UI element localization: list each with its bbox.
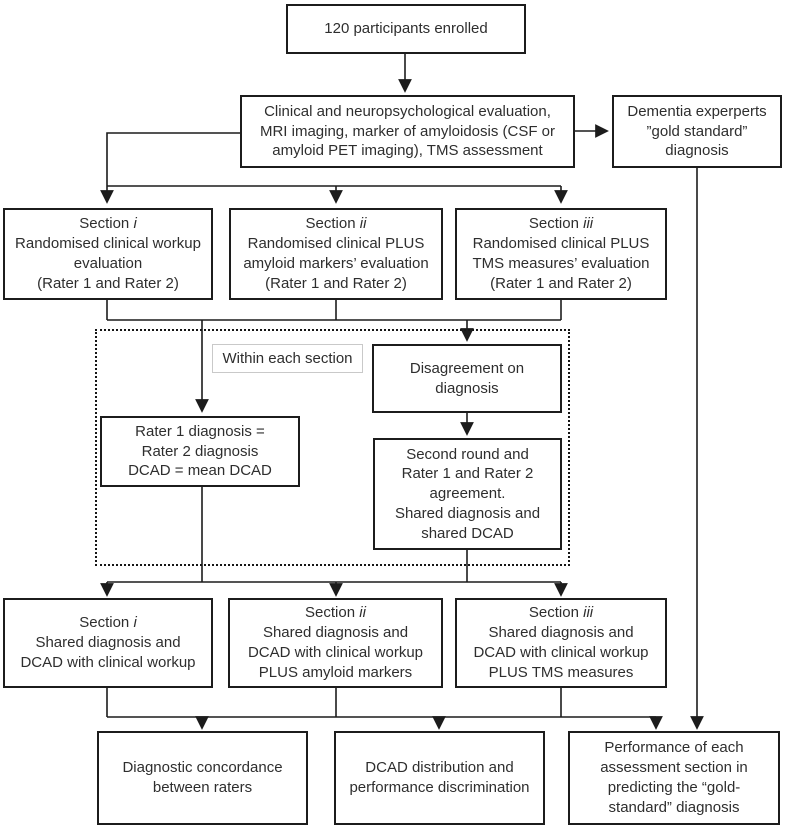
node-shared-section-ii: Section ii Shared diagnosis and DCAD wit… xyxy=(228,598,443,688)
node-shared-section-ii-title: Section ii xyxy=(305,604,366,622)
node-shared-section-iii-title: Section iii xyxy=(528,604,594,622)
node-second-round: Second round and Rater 1 and Rater 2 agr… xyxy=(373,438,562,550)
node-shared-section-iii-body: Shared diagnosis and DCAD with clinical … xyxy=(473,624,649,681)
node-rater-agreement: Rater 1 diagnosis = Rater 2 diagnosis DC… xyxy=(100,416,300,487)
node-shared-section-ii-body: Shared diagnosis and DCAD with clinical … xyxy=(247,624,424,681)
node-shared-section-iii: Section iii Shared diagnosis and DCAD wi… xyxy=(455,598,667,688)
node-dcad-distribution-text: DCAD distribution and performance discri… xyxy=(349,759,530,796)
node-diagnostic-concordance: Diagnostic concordance between raters xyxy=(97,731,308,825)
node-section-iii-title: Section iii xyxy=(528,215,594,233)
node-disagreement-text: Disagreement on diagnosis xyxy=(409,359,525,397)
node-performance-prediction: Performance of each assessment section i… xyxy=(568,731,780,825)
within-each-section-label-text: Within each section xyxy=(222,350,353,367)
node-section-i-body: Randomised clinical workup evaluation (R… xyxy=(15,235,201,292)
node-section-iii-tms: Section iii Randomised clinical PLUS TMS… xyxy=(455,208,667,300)
node-shared-section-i-title: Section i xyxy=(79,614,137,632)
node-section-iii-body: Randomised clinical PLUS TMS measures’ e… xyxy=(472,235,650,292)
node-disagreement: Disagreement on diagnosis xyxy=(372,344,562,413)
node-clinical-evaluation-text: Clinical and neuropsychological evaluati… xyxy=(259,102,556,160)
node-clinical-evaluation: Clinical and neuropsychological evaluati… xyxy=(240,95,575,168)
node-shared-section-i: Section i Shared diagnosis and DCAD with… xyxy=(3,598,213,688)
node-section-i-title: Section i xyxy=(79,215,137,233)
node-gold-standard-diagnosis-text: Dementia experperts ”gold standard” diag… xyxy=(627,102,767,160)
node-participants-enrolled-text: 120 participants enrolled xyxy=(324,20,488,38)
node-dcad-distribution: DCAD distribution and performance discri… xyxy=(334,731,545,825)
within-each-section-label: Within each section xyxy=(212,344,363,373)
node-performance-prediction-text: Performance of each assessment section i… xyxy=(600,739,748,816)
node-shared-section-i-body: Shared diagnosis and DCAD with clinical … xyxy=(20,634,196,671)
node-rater-agreement-text: Rater 1 diagnosis = Rater 2 diagnosis DC… xyxy=(128,422,272,480)
within-section-dotted-region xyxy=(95,329,570,566)
node-gold-standard-diagnosis: Dementia experperts ”gold standard” diag… xyxy=(612,95,782,168)
node-second-round-text: Second round and Rater 1 and Rater 2 agr… xyxy=(394,445,541,542)
node-section-ii-amyloid: Section ii Randomised clinical PLUS amyl… xyxy=(229,208,443,300)
node-participants-enrolled: 120 participants enrolled xyxy=(286,4,526,54)
node-section-i-workup: Section i Randomised clinical workup eva… xyxy=(3,208,213,300)
node-section-ii-body: Randomised clinical PLUS amyloid markers… xyxy=(243,235,429,292)
node-section-ii-title: Section ii xyxy=(305,215,367,233)
node-diagnostic-concordance-text: Diagnostic concordance between raters xyxy=(122,759,283,796)
